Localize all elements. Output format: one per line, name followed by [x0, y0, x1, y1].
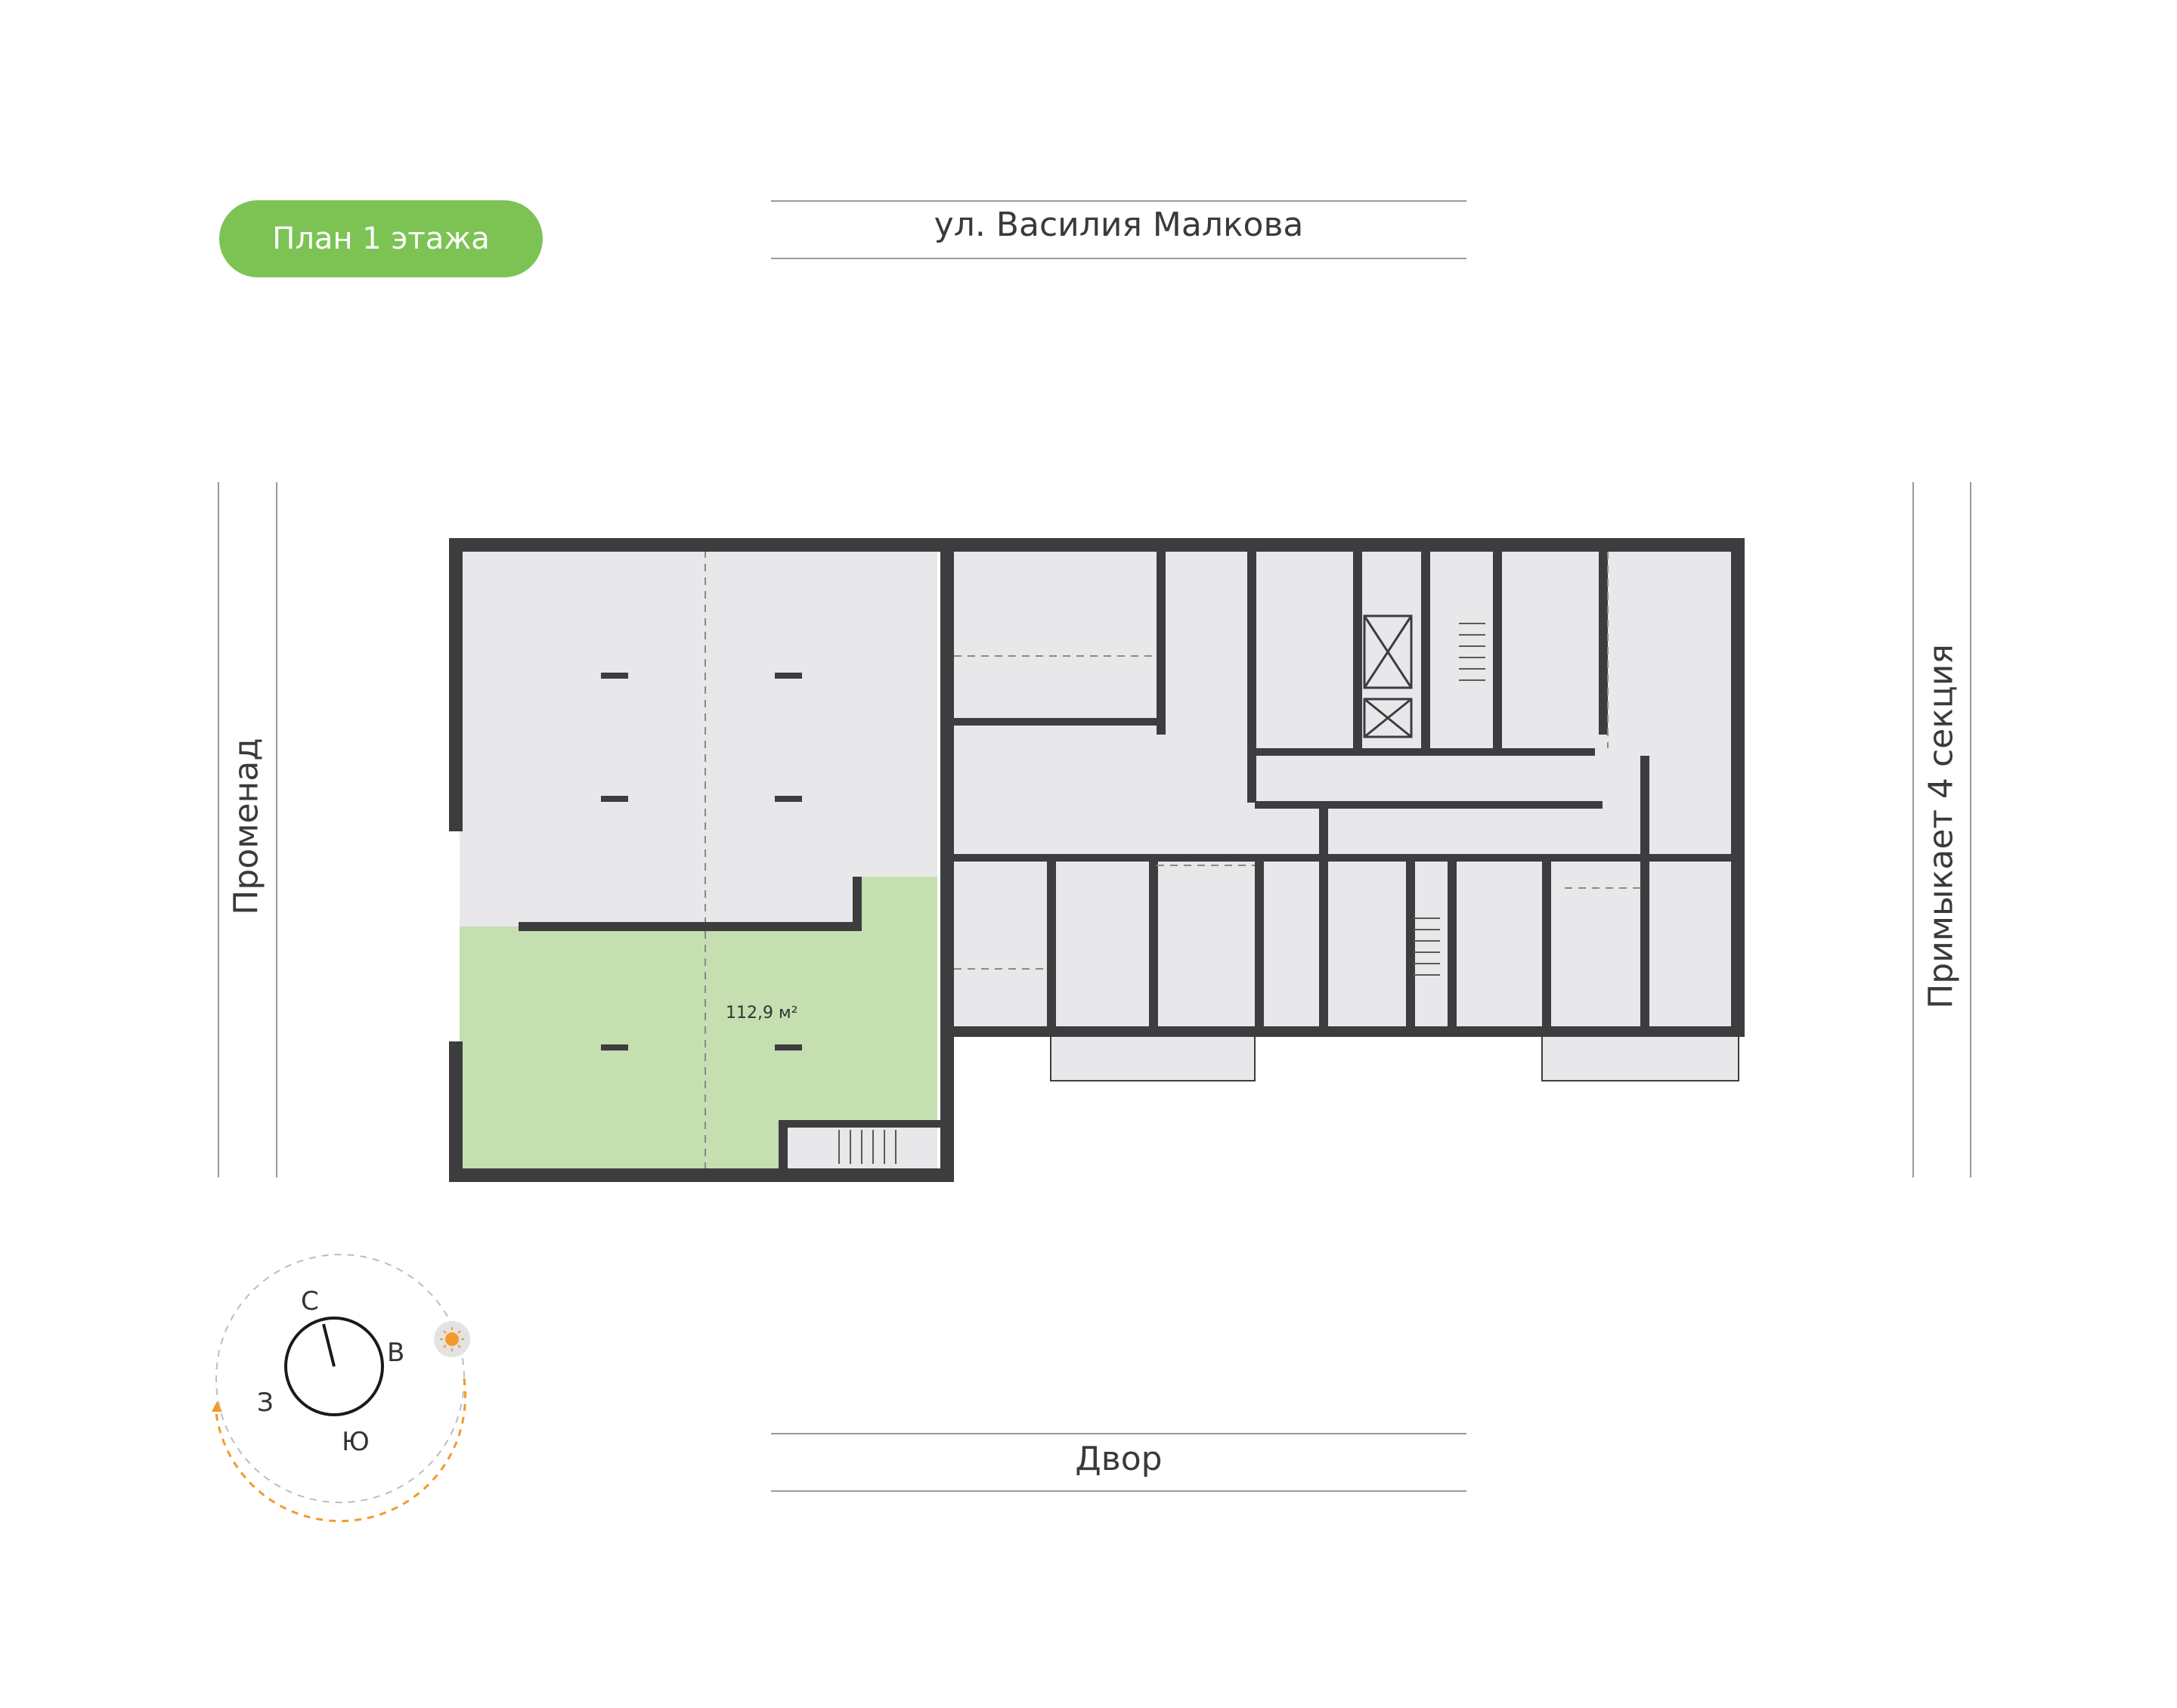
balcony-right: [1541, 1035, 1739, 1081]
sun-path-arc: [215, 1378, 467, 1523]
residential-interior-walls: [954, 538, 1740, 1035]
stair-treads: [838, 1130, 897, 1164]
top-street-line-lower: [771, 258, 1466, 259]
sun-path-arrow: [212, 1401, 222, 1412]
selected-unit-area-label: 112,9 м²: [726, 1004, 798, 1023]
compass-west: З: [257, 1388, 274, 1418]
stair-wall-top: [779, 1120, 940, 1128]
vestibule-wall: [853, 877, 862, 931]
right-street-line-outer: [1970, 482, 1971, 1177]
residential-block: [954, 552, 1740, 1035]
sun-rays: [440, 1327, 464, 1351]
sun-core: [445, 1332, 459, 1346]
compass-south: Ю: [342, 1427, 370, 1457]
elevator-shafts: [1363, 614, 1413, 738]
commercial-internal-wall: [519, 922, 853, 931]
column: [601, 1044, 628, 1050]
left-street-line-outer: [218, 482, 219, 1177]
plan-title: План 1 этажа: [272, 221, 490, 256]
compass-east: В: [387, 1338, 405, 1368]
column: [775, 796, 802, 802]
compass-circle: [284, 1317, 384, 1416]
column: [601, 673, 628, 679]
top-street-line-upper: [771, 200, 1466, 202]
column: [775, 1044, 802, 1050]
right-street-line-inner: [1912, 482, 1914, 1177]
selected-unit-vestibule: [858, 877, 937, 927]
residential-stair: [1414, 623, 1485, 976]
stair-wall: [779, 1120, 788, 1173]
bottom-street-line-upper: [771, 1433, 1466, 1434]
left-street-line-inner: [276, 482, 277, 1177]
sun-path-circle: [215, 1254, 465, 1503]
commercial-stair: [779, 1120, 937, 1168]
residential-dashed-lines: [954, 552, 1640, 970]
top-street-label: ул. Василия Малкова: [934, 206, 1304, 244]
bottom-street-line-lower: [771, 1490, 1466, 1492]
compass-needle: [322, 1323, 336, 1367]
bottom-street-label: Двор: [1075, 1440, 1163, 1478]
column: [601, 796, 628, 802]
commercial-hall-upper: [460, 550, 937, 927]
column: [775, 673, 802, 679]
plan-title-badge: План 1 этажа: [219, 200, 543, 277]
compass-north: С: [301, 1286, 319, 1317]
